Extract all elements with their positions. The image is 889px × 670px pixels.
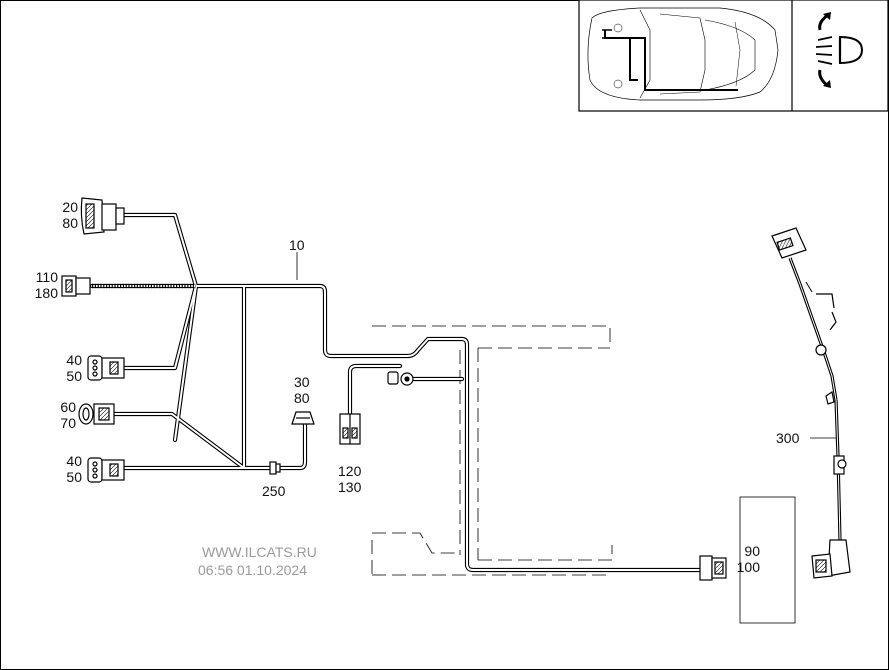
label-110: 110: [35, 269, 58, 285]
connector-40-50-lower: [87, 457, 125, 483]
panel-outline: [739, 496, 796, 624]
connector-20-80: [80, 197, 125, 235]
watermark-timestamp: 06:56 01.10.2024: [198, 562, 307, 578]
label-180: 180: [34, 285, 58, 301]
label-60: 60: [60, 399, 76, 415]
label-40-lower: 40: [66, 453, 82, 469]
grommet-250: [269, 461, 281, 475]
leader-lines: [296, 252, 836, 439]
label-250: 250: [262, 483, 286, 499]
label-70: 70: [60, 415, 76, 431]
locator-inset: [578, 0, 889, 112]
label-20: 20: [62, 199, 78, 215]
label-50-upper: 50: [66, 368, 82, 384]
label-30: 30: [294, 374, 310, 390]
main-harness: [89, 212, 703, 573]
headlamp-range-icon: [815, 12, 864, 88]
ground-terminal: [387, 371, 414, 386]
label-120: 120: [338, 463, 362, 479]
label-300: 300: [776, 430, 800, 446]
connector-40-50-upper: [87, 355, 125, 381]
label-80: 80: [62, 215, 78, 231]
connector-110-180: [61, 275, 91, 297]
watermark-site: WWW.ILCATS.RU: [202, 544, 317, 560]
dashed-outline: [371, 325, 613, 576]
connector-120-130: [339, 413, 361, 445]
label-80-connector: 80: [294, 390, 310, 406]
connector-90-100: [699, 555, 727, 581]
connector-30-80: [291, 411, 315, 425]
label-100: 100: [736, 559, 760, 575]
label-40-upper: 40: [66, 352, 82, 368]
connector-60-70: [78, 403, 115, 425]
label-50-lower: 50: [66, 469, 82, 485]
label-90: 90: [744, 543, 760, 559]
car-locator-icon: [587, 7, 779, 101]
label-130: 130: [338, 479, 362, 495]
label-10: 10: [289, 237, 305, 253]
sensor-cable-300: [771, 227, 851, 579]
